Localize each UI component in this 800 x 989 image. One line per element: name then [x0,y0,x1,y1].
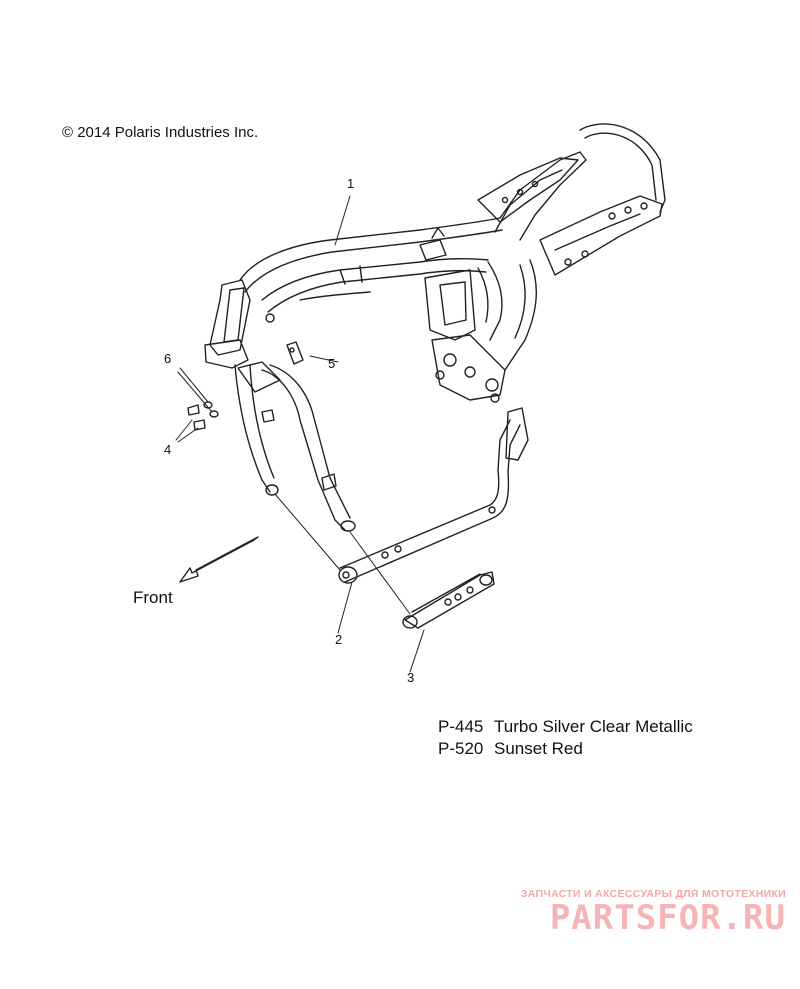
watermark: ЗАПЧАСТИ И АКСЕССУАРЫ ДЛЯ МОТОТЕХНИКИ PA… [486,888,786,938]
callout-1: 1 [347,176,355,191]
bolts-and-washers [187,401,219,431]
watermark-tagline: ЗАПЧАСТИ И АКСЕССУАРЫ ДЛЯ МОТОТЕХНИКИ [520,888,786,900]
callout-2: 2 [335,632,343,647]
watermark-logo: PARTSFOR.RU [549,898,786,938]
lower-frame-tube [338,407,529,584]
legend-code: P-445 [438,717,484,736]
lower-bracket [402,571,495,629]
legend-row: P-445 Turbo Silver Clear Metallic [438,716,693,738]
color-legend: P-445 Turbo Silver Clear Metallic P-520 … [438,716,693,760]
callout-6: 6 [164,351,172,366]
front-label: Front [133,588,173,607]
callout-5: 5 [328,356,336,371]
callout-4: 4 [164,442,172,457]
frame-main-assembly [204,123,666,532]
legend-color-name: Sunset Red [494,739,583,758]
leader-lines [175,195,425,673]
legend-code: P-520 [438,739,484,758]
legend-row: P-520 Sunset Red [438,738,693,760]
legend-color-name: Turbo Silver Clear Metallic [494,717,693,736]
callout-3: 3 [407,670,415,685]
front-arrow-icon [179,536,259,583]
clip-part [286,341,304,365]
copyright-notice: © 2014 Polaris Industries Inc. [62,124,259,141]
